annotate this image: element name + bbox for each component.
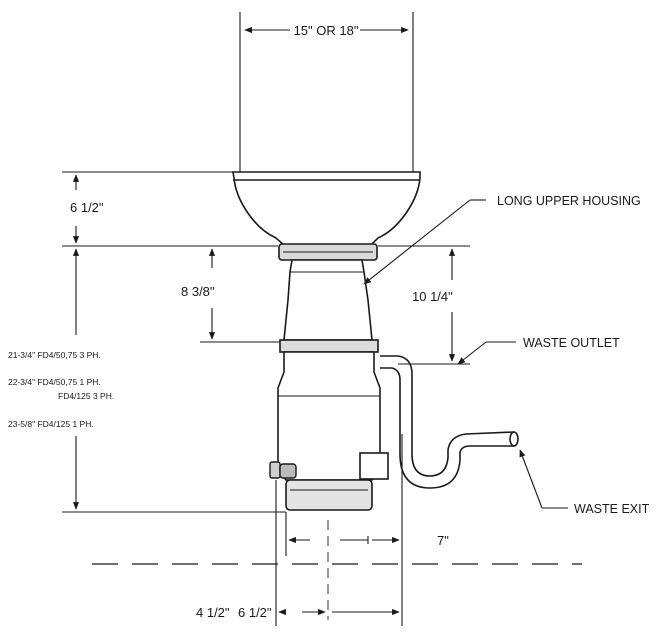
height-note-3: 23-5/8" FD4/125 1 PH. (8, 419, 94, 429)
mounting-ring (278, 243, 378, 261)
outlet-height-label: 10 1/4" (412, 289, 453, 304)
long-upper-housing-label: LONG UPPER HOUSING (497, 194, 641, 208)
lower-housing (277, 339, 381, 511)
bowl-height-label: 6 1/2" (70, 200, 104, 215)
height-note-2b: FD4/125 3 PH. (58, 391, 114, 401)
upper-housing-label: 8 3/8" (181, 284, 215, 299)
bottom-right-label: 6 1/2" (238, 605, 272, 620)
height-note-2a: 22-3/4" FD4/50,75 1 PH. (8, 377, 101, 387)
top-width-label: 15" OR 18" (294, 23, 359, 38)
waste-exit-label: WASTE EXIT (574, 502, 650, 516)
waste-outlet-leader (457, 341, 516, 365)
sink-bowl (232, 171, 421, 247)
waste-outlet-label: WASTE OUTLET (523, 336, 620, 350)
height-note-1: 21-3/4" FD4/50,75 3 PH. (8, 350, 101, 360)
bowl-height-dimension (62, 171, 278, 247)
outlet-height-dimension (378, 245, 470, 365)
side-plug (269, 461, 297, 479)
outlet-offset-dimension (285, 434, 403, 556)
electrical-box (359, 452, 389, 480)
waste-pipe (380, 355, 519, 489)
overall-height-dimension (62, 248, 286, 513)
bottom-dimension (275, 480, 403, 626)
waste-exit-leader (519, 449, 568, 509)
upper-housing (283, 259, 373, 341)
outlet-offset-label: 7" (437, 533, 449, 548)
top-width-dimension (239, 12, 414, 172)
long-upper-housing-leader (363, 199, 486, 285)
bottom-left-label: 4 1/2" (196, 605, 230, 620)
upper-housing-dimension (200, 248, 280, 343)
